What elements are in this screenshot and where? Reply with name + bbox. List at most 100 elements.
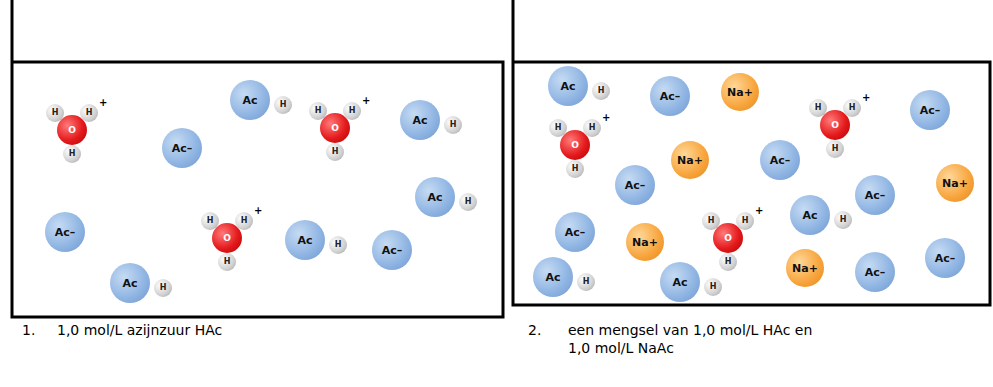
caption-text: 1. [22,322,35,340]
particle-label: Na+ [942,178,968,189]
hydrogen-atom: H [80,104,98,122]
particle-label: H [224,258,231,266]
acetate-particle: Ac– [555,212,595,252]
particle-label: Ac– [865,190,886,201]
particle-label: Na+ [727,87,753,98]
hydrogen-atom: H [459,193,477,211]
particle-label: H [572,165,579,173]
sodium-ion: Na+ [671,141,709,179]
caption-text: een mengsel van 1,0 mol/L HAc en 1,0 mol… [568,322,818,357]
acetate-particle: Ac [790,195,830,235]
particle-label: Na+ [792,263,818,274]
hydrogen-atom: H [274,96,292,114]
particle-label: Ac– [55,227,76,238]
particle-label: O [724,234,732,243]
acetate-particle: Ac– [910,90,950,130]
particle-label: Ac [560,81,575,92]
caption-text: 2. [528,322,541,340]
acetate-particle: Ac– [650,76,690,116]
charge-sign: + [254,205,262,218]
particle-label: Ac– [172,143,193,154]
sodium-ion: Na+ [936,164,974,202]
particle-label: O [68,126,76,135]
acetate-particle: Ac [400,100,440,140]
beaker-left [12,0,503,317]
particle-label: O [223,234,231,243]
particle-label: Ac [427,192,442,203]
particle-label: H [52,109,59,117]
sodium-ion: Na+ [721,73,759,111]
caption-text: 1,0 mol/L azijnzuur HAc [57,322,222,340]
hydrogen-atom: H [566,160,584,178]
particle-label: Ac– [770,155,791,166]
particle-label: H [725,258,732,266]
hydrogen-atom: H [218,253,236,271]
particle-label: H [280,101,287,109]
acetate-particle: Ac [660,262,700,302]
particle-label: H [742,217,749,225]
acetate-particle: Ac [533,257,573,297]
particle-label: Na+ [677,155,703,166]
hydrogen-atom: H [736,212,754,230]
acetate-particle: Ac– [372,230,412,270]
particle-label: Ac [122,278,137,289]
particle-label: H [160,284,167,292]
particle-label: Ac– [382,245,403,256]
hydrogen-atom: H [834,211,852,229]
charge-sign: + [602,112,610,125]
particle-label: H [332,148,339,156]
particle-label: H [86,109,93,117]
acetate-particle: Ac [285,220,325,260]
acetate-particle: Ac– [855,252,895,292]
acetate-particle: Ac [110,263,150,303]
sodium-ion: Na+ [786,249,824,287]
beaker-right [513,0,990,305]
hydrogen-atom: H [309,102,327,120]
hydrogen-atom: H [46,104,64,122]
particle-label: H [708,217,715,225]
acetate-particle: Ac– [45,212,85,252]
particle-label: H [710,283,717,291]
acetate-particle: Ac– [925,238,965,278]
particle-label: O [571,141,579,150]
particle-label: O [331,124,339,133]
particle-label: H [241,217,248,225]
particle-label: Ac [802,210,817,221]
acetate-particle: Ac– [760,140,800,180]
particle-label: Ac– [565,227,586,238]
particle-label: Ac– [625,180,646,191]
particle-label: H [335,241,342,249]
charge-sign: + [862,92,870,105]
hydrogen-atom: H [154,279,172,297]
particle-label: Ac [672,277,687,288]
particle-label: Ac– [920,105,941,116]
particle-label: H [450,121,457,129]
sodium-ion: Na+ [626,223,664,261]
particle-label: H [815,104,822,112]
particle-label: Ac– [660,91,681,102]
acetate-particle: Ac– [615,165,655,205]
charge-sign: + [362,95,370,108]
hydrogen-atom: H [577,273,595,291]
hydrogen-atom: H [549,119,567,137]
hydrogen-atom: H [719,253,737,271]
particle-label: Ac [297,235,312,246]
particle-label: Ac– [865,267,886,278]
acetate-particle: Ac– [162,128,202,168]
hydrogen-atom: H [343,102,361,120]
particle-label: H [69,150,76,158]
hydrogen-atom: H [235,212,253,230]
hydrogen-atom: H [704,278,722,296]
hydrogen-atom: H [63,145,81,163]
particle-label: H [315,107,322,115]
particle-label: Ac [545,272,560,283]
particle-label: H [840,216,847,224]
charge-sign: + [99,97,107,110]
hydrogen-atom: H [583,119,601,137]
hydrogen-atom: H [843,99,861,117]
particle-label: Ac– [935,253,956,264]
particle-label: H [583,278,590,286]
hydrogen-atom: H [201,212,219,230]
particle-label: H [207,217,214,225]
particle-label: H [555,124,562,132]
